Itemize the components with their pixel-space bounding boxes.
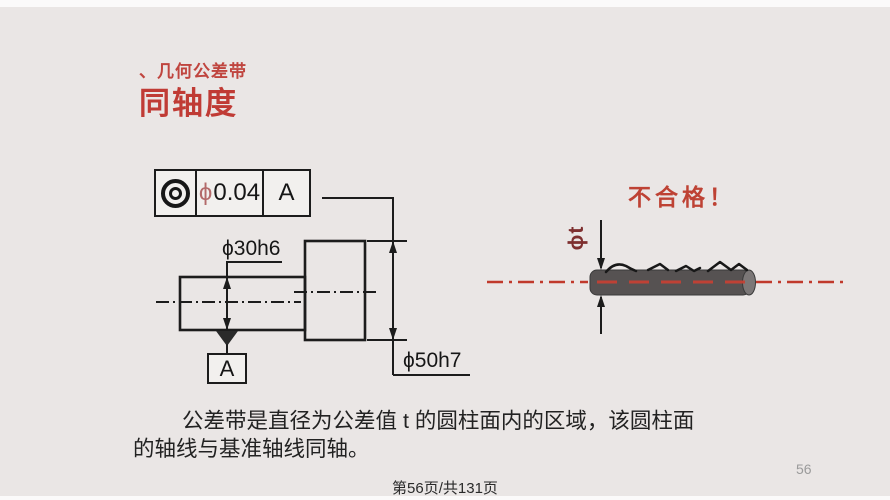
tol-arrow-up bbox=[597, 295, 605, 307]
large-cylinder-outline bbox=[303, 239, 367, 342]
tol-arrow-down bbox=[597, 258, 605, 270]
bottom-white-strip bbox=[0, 496, 890, 500]
tolerance-zone-label: ϕt bbox=[565, 225, 588, 251]
pagination-text: 第56页/共131页 bbox=[392, 480, 498, 497]
concentricity-icon bbox=[161, 178, 190, 208]
verdict-text: 不合格！ bbox=[628, 184, 736, 210]
tolerance-value: 0.04 bbox=[213, 179, 261, 206]
dim-label-phi30h6: ϕ30h6 bbox=[222, 237, 281, 260]
concentricity-symbol-cell bbox=[154, 169, 197, 217]
top-white-strip bbox=[0, 0, 890, 7]
datum-triangle bbox=[216, 331, 238, 346]
body-line-2: 的轴线与基准轴线同轴。 bbox=[133, 437, 370, 461]
dim30-arrow-up bbox=[223, 277, 231, 289]
fcf-leader bbox=[322, 197, 394, 243]
page-title: 同轴度 bbox=[139, 86, 238, 121]
datum-label-box: A bbox=[207, 353, 247, 384]
dim50-arrow-down bbox=[389, 328, 397, 340]
dim-label-phi50h7: ϕ50h7 bbox=[403, 349, 462, 372]
body-line-1: 公差带是直径为公差值 t 的圆柱面内的区域，该圆柱面 bbox=[182, 409, 695, 433]
phi-symbol: ϕ bbox=[198, 179, 213, 206]
slide-number: 56 bbox=[796, 461, 812, 477]
section-subtitle: 、几何公差带 bbox=[139, 62, 247, 81]
dim30-arrow-down bbox=[223, 318, 231, 330]
body-paragraph: 公差带是直径为公差值 t 的圆柱面内的区域，该圆柱面 的轴线与基准轴线同轴。 bbox=[133, 407, 783, 463]
small-cylinder-outline bbox=[178, 275, 307, 332]
dim50-arrow-up bbox=[389, 241, 397, 253]
datum-reference-cell: A bbox=[264, 169, 311, 217]
shaft-bend-squiggles bbox=[604, 260, 749, 274]
